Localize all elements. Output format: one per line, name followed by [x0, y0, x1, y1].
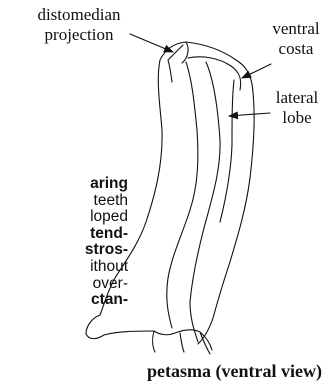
text-line: teeth — [0, 193, 128, 210]
label-ventral-costa: ventral costa — [262, 19, 330, 59]
median-ridge — [167, 62, 198, 328]
figure-caption: petasma (ventral view) — [147, 361, 331, 381]
text-line: loped — [0, 209, 128, 226]
distomedian-projection — [168, 42, 188, 82]
label-line: lobe — [264, 108, 330, 128]
text-line: ithout — [0, 259, 128, 276]
text-line: stros- — [0, 242, 128, 259]
label-line: costa — [262, 39, 330, 59]
text-line: aring — [0, 176, 128, 193]
label-line: distomedian — [2, 5, 156, 25]
lateral-lobe-outline — [220, 80, 234, 222]
text-line: over- — [0, 276, 128, 293]
arrow-ventral-costa — [242, 64, 271, 78]
label-line: ventral — [262, 19, 330, 39]
label-line: projection — [2, 25, 156, 45]
text-line: ctan- — [0, 292, 128, 309]
basal-part — [153, 330, 212, 354]
text-line: tend- — [0, 226, 128, 243]
label-distomedian-projection: distomedian projection — [2, 5, 156, 45]
label-line: lateral — [264, 88, 330, 108]
truncated-body-text: aring teeth loped tend- stros- ithout ov… — [0, 176, 128, 309]
ventral-costa-inner — [188, 57, 241, 90]
label-lateral-lobe: lateral lobe — [264, 88, 330, 128]
petasma-right-margin — [198, 84, 254, 344]
